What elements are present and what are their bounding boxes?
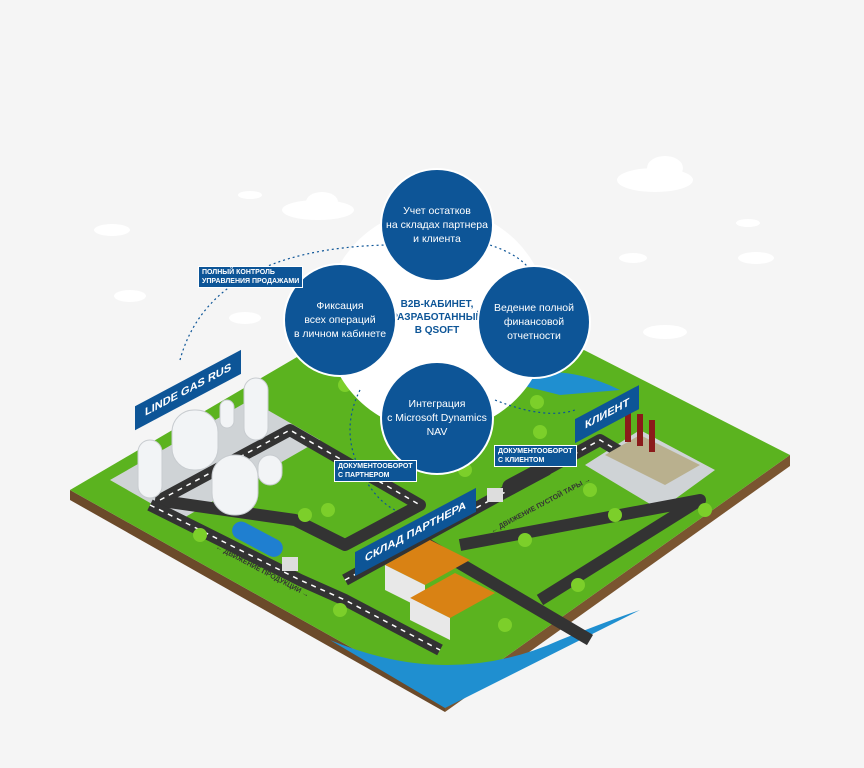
- center-white-disc: [325, 208, 549, 432]
- storage-tanks: [137, 377, 283, 516]
- ground-side-left: [70, 490, 445, 712]
- feature-circle-stock: Учет остатков на складах партнера и клие…: [382, 170, 492, 280]
- tag-sales-control: ПОЛНЫЙ КОНТРОЛЬ УПРАВЛЕНИЯ ПРОДАЖАМИ: [198, 266, 304, 288]
- ground-side-right: [445, 455, 790, 712]
- feature-text: Учет остатков на складах партнера и клие…: [386, 205, 488, 245]
- center-title: B2B-КАБИНЕТ, РАЗРАБОТАННЫЙ В QSOFT: [391, 299, 483, 336]
- tanker-truck-blue: [232, 521, 298, 571]
- ground: [70, 275, 790, 700]
- feature-circle-finance: Ведение полной финансовой отчетности: [479, 267, 589, 377]
- dotted-connectors: [179, 244, 576, 511]
- tag-doc-client: ДОКУМЕНТООБОРОТ С КЛИЕНТОМ: [494, 445, 577, 467]
- road-markings: [149, 429, 651, 651]
- tag-doc-partner: ДОКУМЕНТООБОРОТ С ПАРТНЕРОМ: [334, 460, 417, 482]
- tanker-truck-dark: [487, 460, 553, 502]
- feature-circle-integration: Интеграция с Microsoft Dynamics NAV: [382, 363, 492, 473]
- feature-text: Интеграция с Microsoft Dynamics NAV: [387, 398, 487, 438]
- water: [330, 610, 640, 708]
- feature-circle-operations: Фиксация всех операций в личном кабинете: [285, 265, 395, 375]
- feature-text: Фиксация всех операций в личном кабинете: [293, 300, 387, 340]
- feature-text: Ведение полной финансовой отчетности: [494, 302, 574, 342]
- clouds: [94, 156, 774, 339]
- partner-warehouses: [385, 540, 495, 640]
- client-factory: [605, 410, 700, 485]
